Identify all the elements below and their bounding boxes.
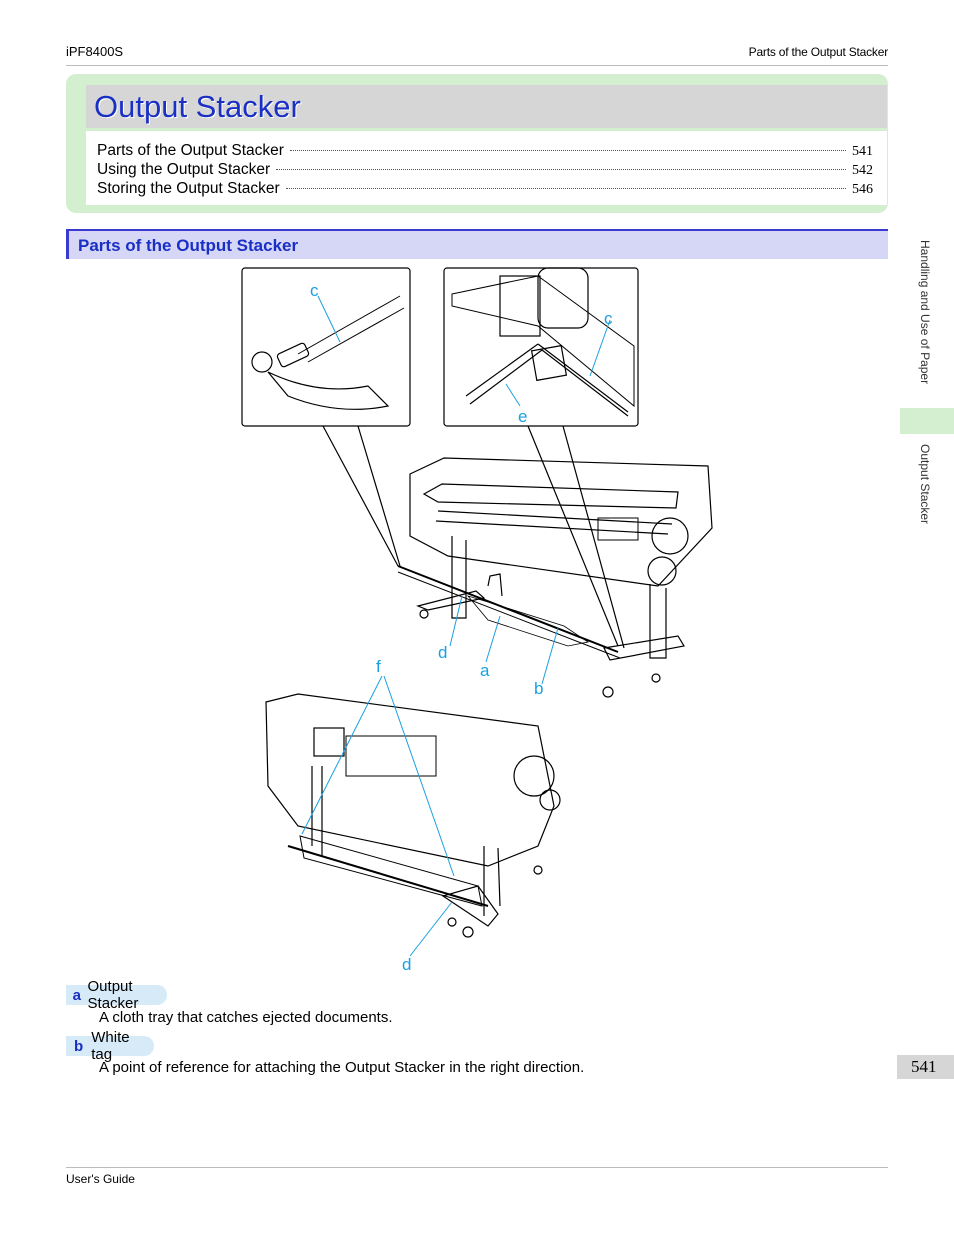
toc-item[interactable]: Parts of the Output Stacker 541 bbox=[97, 142, 873, 161]
part-description: A point of reference for attaching the O… bbox=[99, 1059, 585, 1076]
detail-box-left bbox=[241, 267, 411, 427]
callout-label: c bbox=[310, 281, 319, 300]
toc-item-page[interactable]: 541 bbox=[852, 144, 873, 159]
footer-label: User's Guide bbox=[66, 1172, 135, 1186]
chapter-title: Output Stacker bbox=[94, 89, 301, 124]
sidebar-current-marker bbox=[900, 408, 954, 434]
toc-item[interactable]: Using the Output Stacker 542 bbox=[97, 161, 873, 180]
part-letter: b bbox=[74, 1037, 84, 1055]
detail-box-right bbox=[443, 267, 639, 427]
output-stacker-figure: c c e d a b f d bbox=[241, 267, 713, 974]
header-model: iPF8400S bbox=[66, 44, 124, 59]
footer-rule bbox=[66, 1167, 888, 1168]
callout-label: b bbox=[534, 679, 543, 698]
header-rule bbox=[66, 65, 888, 66]
page-number: 541 bbox=[911, 1057, 937, 1076]
toc-item-page[interactable]: 546 bbox=[852, 182, 873, 197]
callout-label: d bbox=[438, 643, 447, 662]
toc-leader bbox=[289, 150, 846, 151]
page-number-box: 541 bbox=[897, 1055, 954, 1079]
toc-leader bbox=[276, 169, 846, 170]
part-tag: a Output Stacker bbox=[66, 978, 167, 1012]
section-heading-bar: Parts of the Output Stacker bbox=[66, 229, 888, 259]
part-description: A cloth tray that catches ejected docume… bbox=[99, 1009, 393, 1026]
callout-label: d bbox=[402, 955, 411, 974]
part-name: Output Stacker bbox=[87, 978, 139, 1012]
callout-label: f bbox=[376, 657, 381, 676]
toc-item-label[interactable]: Parts of the Output Stacker bbox=[97, 142, 284, 159]
callout-label: e bbox=[518, 407, 527, 426]
toc-leader bbox=[285, 188, 846, 189]
callout-label: a bbox=[480, 661, 490, 680]
callout-label: c bbox=[604, 309, 613, 328]
sidebar-current-label[interactable]: Output Stacker bbox=[918, 444, 932, 525]
section-title: Parts of the Output Stacker bbox=[78, 236, 299, 255]
part-tag: b White tag bbox=[66, 1029, 155, 1063]
sidebar-chapter-label[interactable]: Handling and Use of Paper bbox=[918, 240, 932, 385]
header-section: Parts of the Output Stacker bbox=[748, 45, 889, 59]
part-name: White tag bbox=[91, 1029, 130, 1063]
toc-list: Parts of the Output Stacker 541 Using th… bbox=[86, 131, 887, 205]
toc-item-label[interactable]: Storing the Output Stacker bbox=[97, 180, 280, 197]
toc-item-label[interactable]: Using the Output Stacker bbox=[97, 161, 271, 178]
toc-item[interactable]: Storing the Output Stacker 546 bbox=[97, 180, 873, 199]
part-letter: a bbox=[72, 986, 81, 1004]
toc-item-page[interactable]: 542 bbox=[852, 163, 873, 178]
chapter-title-bar: Output Stacker bbox=[86, 85, 887, 128]
